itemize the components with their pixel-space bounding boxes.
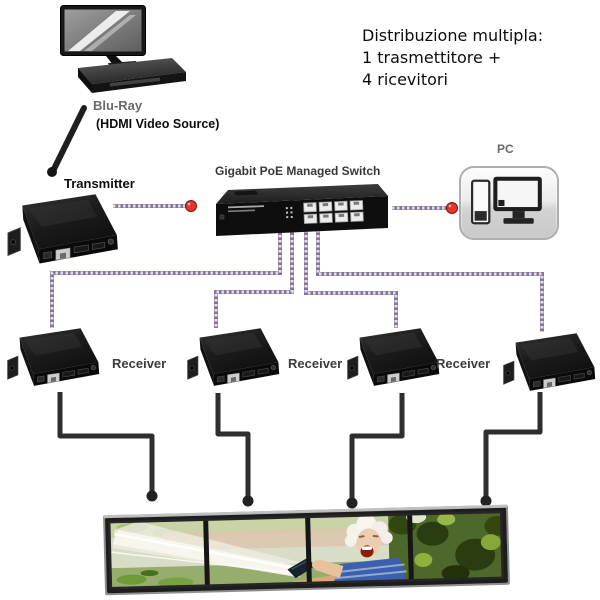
device-left-face [19,337,34,386]
note-text: Distribuzione multipla: 1 trasmettitore … [362,25,592,91]
rj45-port-bank [303,200,364,224]
hdmi-cable-receiver-1 [57,392,158,502]
power-jack [107,238,114,245]
receiver-device-3 [346,326,446,400]
extender-device-art [503,333,596,391]
extender-device-art [7,194,118,264]
wall-bezel-2 [305,516,312,584]
note-line-2: 1 trasmettitore + [362,48,502,67]
bracket-hole [189,365,195,371]
note-line-1: Distribuzione multipla: [362,26,544,45]
power-jack [90,365,96,371]
hdmi-port-2 [257,367,269,375]
bracket-hole [505,370,511,376]
device-left-face [359,337,374,386]
usb-port [37,375,45,383]
usb-port [533,380,541,388]
utp-cable-switch-pc [392,202,458,214]
extender-device-art [187,328,280,386]
bluray-label: Blu-Ray [93,98,143,113]
monitor-icon [60,5,148,69]
usb-port [377,375,385,383]
power-jack [430,365,436,371]
receiver-device-2 [186,326,286,400]
hdmi-port-2 [573,372,585,380]
hdmi-port-2 [417,367,429,375]
bluray-top [78,58,186,84]
hdmi-cable-receiver-3 [346,393,405,509]
usb-port [43,251,53,260]
device-left-face [22,205,40,264]
hdmi-cable-receiver-2 [215,393,254,507]
pc-stand [512,211,525,219]
device-top-face [359,328,439,375]
switch-device [210,182,390,240]
wall-bezel-1 [203,519,210,586]
video-wall [102,500,512,600]
bracket-hole [10,239,16,245]
hdmi-source-label: (HDMI Video Source) [96,117,220,131]
utp-cable-switch-receiver-2 [214,230,294,328]
receiver-label-1: Receiver [112,356,167,371]
switch-top-face [216,184,388,204]
utp-cable-switch-receiver-1 [50,230,282,328]
receiver-device-4 [502,331,600,405]
receiver-device-1 [6,326,106,400]
device-left-face [515,342,530,391]
bracket-hole [349,365,355,371]
device-top-face [199,328,279,375]
hdmi-port-1 [62,370,75,378]
hdmi-port-2 [77,367,89,375]
hdmi-port-1 [242,370,255,378]
device-top-face [515,333,595,380]
hdmi-cable-receiver-4 [480,392,543,507]
switch-label: Gigabit PoE Managed Switch [215,164,381,178]
device-left-face [199,337,214,386]
switch-front-text [228,205,265,209]
power-jack [270,365,276,371]
hdmi-port-2 [92,241,105,250]
hdmi-port-1 [558,375,571,383]
utp-cable-switch-receiver-4 [316,230,544,332]
hdmi-source-cable [47,105,87,177]
bracket-hole [9,365,15,371]
note-line-3: 4 ricevitori [362,70,448,89]
device-top-face [22,194,117,250]
pc-label: PC [497,142,514,156]
hdmi-port-1 [73,244,89,254]
receiver-label-2: Receiver [288,356,343,371]
hdmi-port-1 [402,370,415,378]
bluray-player-icon [70,56,190,98]
receiver-label-3: Receiver [436,356,491,371]
utp-cable-switch-receiver-3 [304,230,398,328]
transmitter-label: Transmitter [64,176,135,191]
wall-bezel-3 [407,514,414,581]
rj45-connector-red-right [446,202,458,214]
pc-icon [459,166,559,240]
utp-cable-transmitter-switch [113,200,197,212]
device-top-face [19,328,99,375]
extender-device-art [347,328,440,386]
laughing-child [311,514,407,583]
led-indicators [285,206,293,219]
disc-tray [110,77,160,87]
extender-device-art [7,328,100,386]
usb-port [217,375,225,383]
transmitter-device [6,192,126,280]
power-jack [586,370,592,376]
rj45-connector-red-left [185,200,197,212]
